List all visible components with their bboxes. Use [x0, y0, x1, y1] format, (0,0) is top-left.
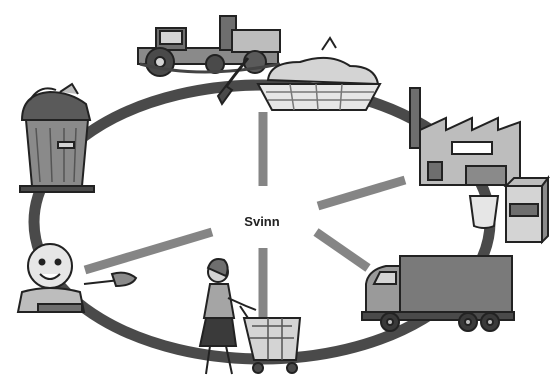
- basket-icon: [216, 36, 382, 111]
- trash-can-icon: [19, 82, 95, 193]
- spokes: [83, 112, 407, 318]
- tractor-icon: [137, 15, 281, 77]
- spoke-lower-right: [313, 228, 371, 272]
- spoke-upper-right: [316, 175, 407, 211]
- truck-icon: [361, 255, 515, 332]
- factory-icon: [409, 87, 521, 186]
- person-eating-icon: [16, 243, 138, 313]
- center-label: Svinn: [244, 214, 279, 229]
- shopping-cart-icon: [198, 258, 302, 375]
- spoke-left: [83, 227, 214, 275]
- carton-icon: [468, 175, 550, 245]
